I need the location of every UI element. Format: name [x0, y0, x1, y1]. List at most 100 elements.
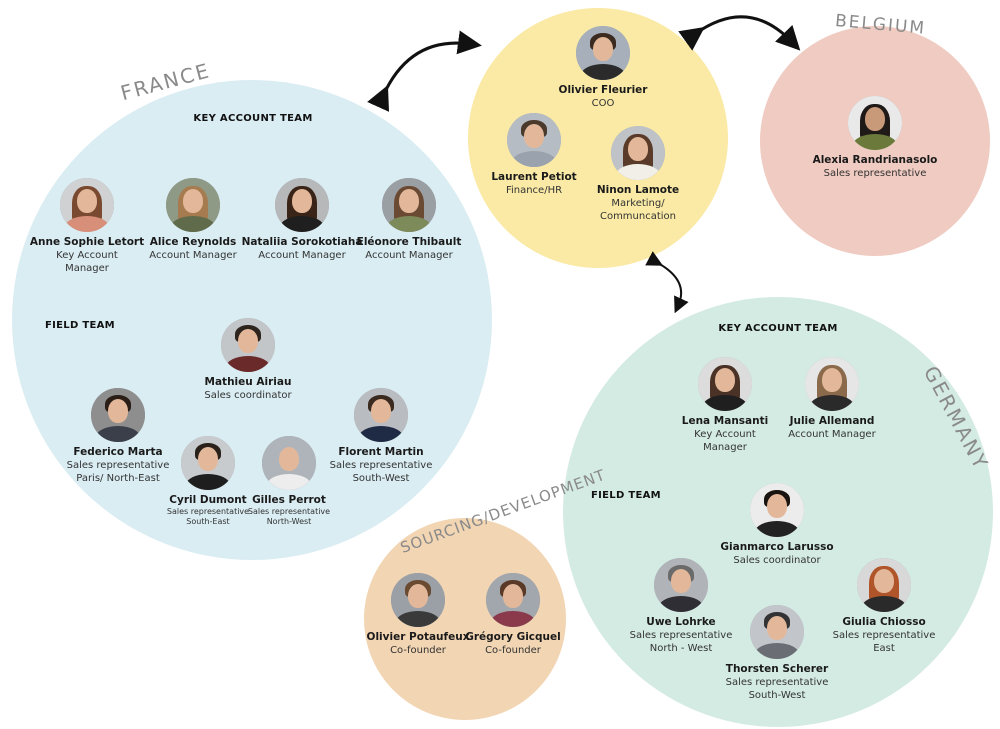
person-name: Florent Martin [338, 446, 424, 458]
avatar [221, 318, 275, 372]
person-card-lena-mansanti: Lena Mansanti Key Account Manager [660, 357, 790, 454]
avatar [507, 113, 561, 167]
avatar [576, 26, 630, 80]
germany-field-team-heading: FIELD TEAM [591, 490, 661, 501]
person-name: Alexia Randrianasolo [812, 154, 938, 166]
person-role: Marketing/ [611, 198, 665, 209]
person-name: Cyril Dumont [169, 494, 247, 506]
person-name: Olivier Fleurier [558, 84, 648, 96]
person-card-florent-martin: Florent Martin Sales representative Sout… [316, 388, 446, 485]
person-card-gregory-gicquel: Grégory Gicquel Co-founder [448, 573, 578, 657]
person-card-laurent-petiot: Laurent Petiot Finance/HR [469, 113, 599, 197]
person-role: Sales coordinator [204, 390, 292, 401]
person-role: Paris/ North-East [76, 473, 160, 484]
avatar [654, 558, 708, 612]
person-name: Olivier Potaufeux [366, 631, 470, 643]
person-card-alice-reynolds: Alice Reynolds Account Manager [128, 178, 258, 262]
france-key-account-heading: KEY ACCOUNT TEAM [193, 113, 313, 124]
person-card-julie-allemand: Julie Allemand Account Manager [767, 357, 897, 441]
person-name: Laurent Petiot [491, 171, 577, 183]
person-role: Manager [703, 442, 747, 453]
person-role: Account Manager [258, 250, 346, 261]
person-name: Thorsten Scherer [725, 663, 829, 675]
person-role: Co-founder [390, 645, 446, 656]
person-card-ninon-lamote: Ninon Lamote Marketing/ Communcation [573, 126, 703, 223]
person-name: Gianmarco Larusso [720, 541, 834, 553]
person-name: Mathieu Airiau [204, 376, 292, 388]
person-name: Grégory Gicquel [465, 631, 561, 643]
person-role: Sales representative [247, 507, 331, 516]
avatar [354, 388, 408, 442]
person-role: Sales representative [166, 507, 250, 516]
person-name: Eléonore Thibault [356, 236, 462, 248]
person-name: Nataliia Sorokotiaha [241, 236, 363, 248]
person-card-thorsten-scherer: Thorsten Scherer Sales representative So… [712, 605, 842, 702]
person-card-giulia-chiosso: Giulia Chiosso Sales representative East [819, 558, 949, 655]
person-role: Communcation [599, 211, 677, 222]
person-role: Sales representative [823, 168, 927, 179]
person-role: East [873, 643, 895, 654]
arrow-hq-belgium [678, 15, 801, 51]
person-role: Account Manager [788, 429, 876, 440]
person-role: South-West [352, 473, 410, 484]
person-role: Sales representative [329, 460, 433, 471]
person-role: COO [591, 98, 615, 109]
person-card-federico-marta: Federico Marta Sales representative Pari… [53, 388, 183, 485]
person-card-gianmarco-larusso: Gianmarco Larusso Sales coordinator [712, 483, 842, 567]
avatar [382, 178, 436, 232]
arrow-france-hq [367, 30, 482, 112]
germany-key-account-heading: KEY ACCOUNT TEAM [718, 323, 838, 334]
avatar [262, 436, 316, 490]
person-name: Giulia Chiosso [842, 616, 926, 628]
person-name: Anne Sophie Letort [29, 236, 145, 248]
person-role: Key Account [56, 250, 118, 261]
person-card-cyril-dumont: Cyril Dumont Sales representative South-… [160, 436, 256, 527]
person-role: Finance/HR [505, 185, 563, 196]
person-card-alexia-randrianasolo: Alexia Randrianasolo Sales representativ… [800, 96, 950, 180]
person-role: North-West [266, 517, 312, 526]
person-role: Sales coordinator [733, 555, 821, 566]
person-role: Co-founder [485, 645, 541, 656]
person-role: South-East [186, 517, 230, 526]
person-role: Key Account [694, 429, 756, 440]
avatar [486, 573, 540, 627]
person-role: Account Manager [365, 250, 453, 261]
france-field-team-heading: FIELD TEAM [45, 320, 115, 331]
person-name: Gilles Perrot [252, 494, 326, 506]
person-card-eleonore-thibault: Eléonore Thibault Account Manager [344, 178, 474, 262]
person-name: Lena Mansanti [681, 415, 769, 427]
person-card-gilles-perrot: Gilles Perrot Sales representative North… [243, 436, 335, 527]
person-name: Julie Allemand [789, 415, 875, 427]
person-card-anne-sophie-letort: Anne Sophie Letort Key Account Manager [22, 178, 152, 275]
avatar [91, 388, 145, 442]
person-card-olivier-fleurier: Olivier Fleurier COO [538, 26, 668, 110]
person-card-olivier-potaufeux: Olivier Potaufeux Co-founder [353, 573, 483, 657]
avatar [698, 357, 752, 411]
avatar [611, 126, 665, 180]
avatar [181, 436, 235, 490]
person-name: Uwe Lohrke [646, 616, 716, 628]
person-role: Sales representative [725, 677, 829, 688]
arrow-hq-germany [645, 251, 689, 314]
person-role: Sales representative [66, 460, 170, 471]
avatar [848, 96, 902, 150]
person-role: South-West [748, 690, 806, 701]
person-role: Account Manager [149, 250, 237, 261]
person-name: Alice Reynolds [149, 236, 237, 248]
avatar [391, 573, 445, 627]
avatar [60, 178, 114, 232]
person-name: Ninon Lamote [596, 184, 680, 196]
person-role: North - West [649, 643, 713, 654]
avatar [166, 178, 220, 232]
avatar [750, 483, 804, 537]
avatar [750, 605, 804, 659]
person-role: Sales representative [629, 630, 733, 641]
person-card-nataliia-sorokotiaha: Nataliia Sorokotiaha Account Manager [232, 178, 372, 262]
person-card-mathieu-airiau: Mathieu Airiau Sales coordinator [183, 318, 313, 402]
avatar [805, 357, 859, 411]
person-role: Sales representative [832, 630, 936, 641]
person-name: Federico Marta [73, 446, 163, 458]
avatar [857, 558, 911, 612]
person-role: Manager [65, 263, 109, 274]
